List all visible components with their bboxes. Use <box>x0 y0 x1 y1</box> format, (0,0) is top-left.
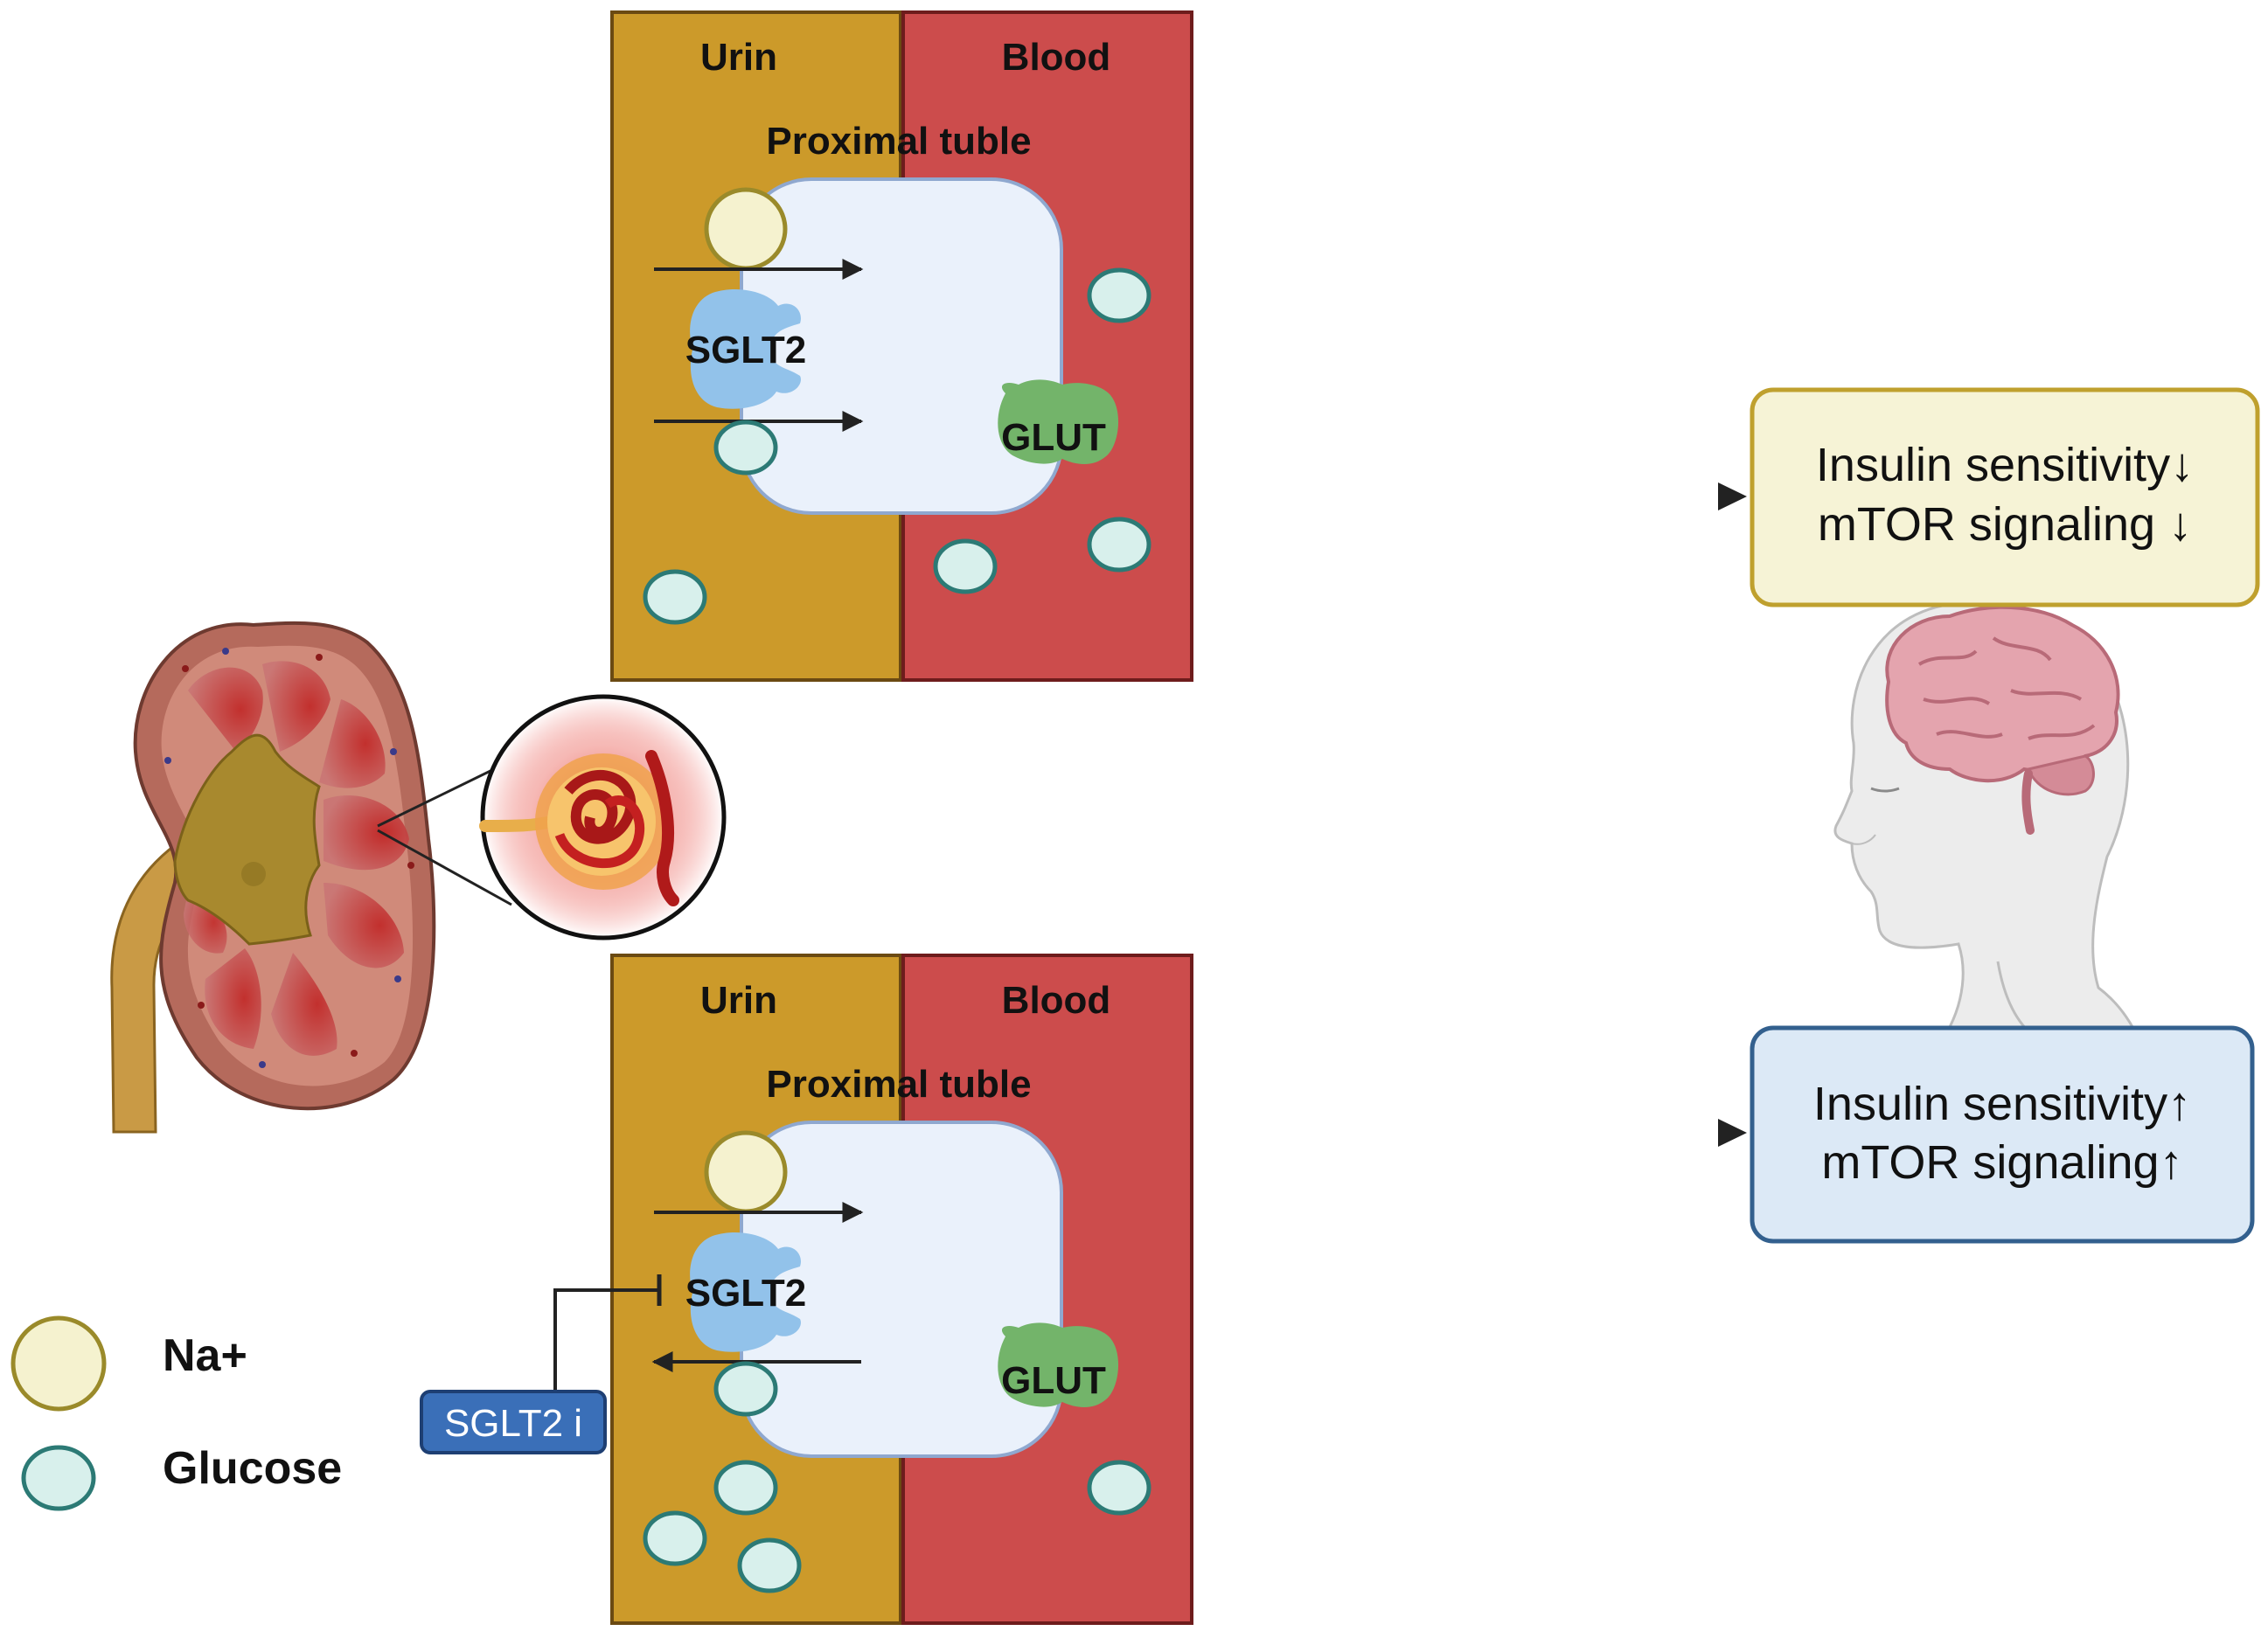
blood-label: Blood <box>1002 979 1111 1022</box>
outcome-line1: Insulin sensitivity↑ <box>1813 1078 2191 1130</box>
outcome-line1: Insulin sensitivity↓ <box>1816 439 2194 491</box>
zoom-line <box>377 767 495 828</box>
glucose-molecule <box>713 420 778 475</box>
kidney-icon <box>110 621 436 1134</box>
zoom-line <box>377 829 512 906</box>
urine-label: Urin <box>700 979 777 1022</box>
glut-label: GLUT <box>1001 1359 1106 1402</box>
sglt2-inhibitor-label: SGLT2 i <box>444 1402 582 1445</box>
outcome-line2: mTOR signaling↑ <box>1821 1136 2182 1189</box>
proximal-tubule-label: Proximal tuble <box>766 1063 1031 1106</box>
glucose-molecule <box>737 1537 802 1593</box>
glucose-molecule <box>933 538 998 594</box>
legend: Na+ Glucose <box>10 1315 342 1511</box>
inhibition-connector <box>553 1288 657 1390</box>
legend-sodium-swatch <box>10 1315 107 1412</box>
outcome-box-increase: Insulin sensitivity↑ mTOR signaling↑ <box>1750 1025 2255 1244</box>
sglt2-transporter <box>690 1232 801 1352</box>
glucose-molecule <box>643 569 707 625</box>
glucose-molecule <box>1087 267 1151 323</box>
top-transport-panel: Urin Blood Proximal tuble SGLT2 GLUT <box>610 10 1193 682</box>
bottom-transport-panel: Urin Blood Proximal tuble SGLT2 GLUT SGL… <box>420 954 1193 1625</box>
outcome-line2: mTOR signaling ↓ <box>1818 498 2192 551</box>
sglt2-label: SGLT2 <box>685 1272 807 1315</box>
glomerulus-icon <box>479 694 727 940</box>
glut-label: GLUT <box>1001 416 1106 459</box>
sodium-ion <box>704 1130 788 1214</box>
glucose-molecule <box>713 1361 778 1417</box>
human-head-brain-icon <box>1833 600 2157 1105</box>
sodium-ion <box>704 187 788 271</box>
legend-glucose-swatch <box>21 1445 96 1511</box>
outcome-arrow-bottom-head <box>1718 1119 1747 1147</box>
sglt2-label: SGLT2 <box>685 329 807 371</box>
glucose-molecule <box>643 1510 707 1566</box>
proximal-tubule-label: Proximal tuble <box>766 120 1031 163</box>
outcome-arrow-top-head <box>1718 482 1747 510</box>
glut-transporter <box>998 379 1119 464</box>
urine-label: Urin <box>700 36 777 79</box>
glucose-molecule <box>1087 517 1151 573</box>
glucose-molecule <box>1087 1460 1151 1516</box>
sglt2-inhibitor-badge <box>420 1390 607 1454</box>
legend-glucose-label: Glucose <box>163 1443 342 1494</box>
glucose-molecule <box>713 1460 778 1516</box>
outcome-box-decrease: Insulin sensitivity↓ mTOR signaling ↓ <box>1750 387 2260 607</box>
blood-label: Blood <box>1002 36 1111 79</box>
glut-transporter <box>998 1322 1119 1407</box>
sglt2-transporter <box>690 288 801 409</box>
legend-sodium-label: Na+ <box>163 1330 247 1381</box>
